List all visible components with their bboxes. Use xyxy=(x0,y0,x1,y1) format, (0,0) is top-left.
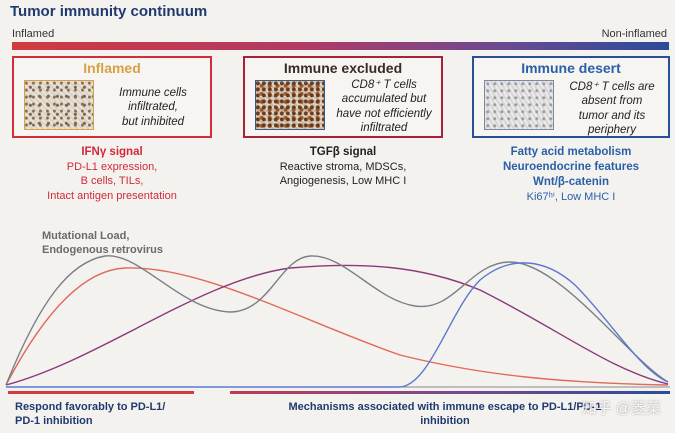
respond-favorably-text: Respond favorably to PD-L1/ PD-1 inhibit… xyxy=(15,400,165,429)
desert-histology-image xyxy=(484,80,554,130)
excluded-line-1: CD8⁺ T cells xyxy=(351,79,417,91)
respond-line-1: Respond favorably to PD-L1/ xyxy=(15,401,166,413)
continuum-gradient-bar xyxy=(12,42,669,50)
desert-line-3: tumor and its xyxy=(578,109,646,122)
excluded-histology-image xyxy=(255,80,325,130)
immune-escape-bar xyxy=(230,391,670,394)
inflamed-feature-3: Intact antigen presentation xyxy=(47,189,177,202)
escape-line-1: Mechanisms associated with immune escape… xyxy=(288,401,602,413)
desert-features: Fatty acid metabolism Neuroendocrine fea… xyxy=(472,145,670,204)
excluded-features: TGFβ signal Reactive stroma, MDSCs, Angi… xyxy=(243,145,443,189)
axis-label-non-inflamed: Non-inflamed xyxy=(601,28,667,40)
inflamed-line-2: infiltrated, xyxy=(128,101,178,114)
immune-escape-text: Mechanisms associated with immune escape… xyxy=(270,400,620,429)
desert-line-4: periphery xyxy=(588,124,636,137)
watermark-text: 知乎 @菱菜 xyxy=(581,400,661,417)
inflamed-feature-2: B cells, TILs, xyxy=(80,175,144,188)
inflamed-box: Inflamed Immune cells infiltrated, but i… xyxy=(12,56,212,138)
inflamed-box-title: Inflamed xyxy=(83,60,141,76)
excluded-box-title: Immune excluded xyxy=(283,60,403,76)
inflamed-histology-image xyxy=(24,80,94,130)
respond-line-2: PD-1 inhibition xyxy=(15,415,93,428)
inflamed-line-3: but inhibited xyxy=(121,115,185,128)
excluded-line-4: infiltrated xyxy=(360,122,408,135)
desert-box-text: CD8⁺ T cells are absent from tumor and i… xyxy=(560,80,664,138)
desert-feature-head-3: Wnt/β-catenin xyxy=(532,175,609,188)
excluded-box-text: CD8⁺ T cells accumulated but have not ef… xyxy=(331,78,437,136)
desert-line-1: CD8⁺ T cells are xyxy=(569,81,655,93)
excluded-feature-1: Reactive stroma, MDSCs, xyxy=(279,160,407,173)
ifng-signal-label: IFNγ signal xyxy=(81,146,143,158)
desert-feature-head-1: Fatty acid metabolism xyxy=(510,146,632,158)
excluded-feature-2: Angiogenesis, Low MHC I xyxy=(279,175,407,188)
inflamed-line-1: Immune cells xyxy=(119,87,187,99)
red-curve xyxy=(5,267,669,386)
inflamed-box-text: Immune cells infiltrated, but inhibited xyxy=(100,86,206,129)
inflamed-features: IFNγ signal PD-L1 expression, B cells, T… xyxy=(12,145,212,203)
gray-curve xyxy=(5,255,669,386)
respond-favorably-bar xyxy=(8,391,194,394)
mutational-load-label: Mutational Load, Endogenous retrovirus xyxy=(42,229,163,258)
desert-line-2: absent from xyxy=(581,95,643,108)
excluded-line-3: have not efficiently xyxy=(336,107,432,120)
purple-curve xyxy=(5,264,669,386)
excluded-box: Immune excluded CD8⁺ T cells accumulated… xyxy=(243,56,443,138)
diagram-title: Tumor immunity continuum xyxy=(10,3,208,20)
axis-label-inflamed: Inflamed xyxy=(12,28,55,40)
mutational-label-line-1: Mutational Load, xyxy=(42,230,130,242)
mutational-label-line-2: Endogenous retrovirus xyxy=(42,244,164,257)
desert-feature-head-2: Neuroendocrine features xyxy=(502,160,640,173)
desert-box: Immune desert CD8⁺ T cells are absent fr… xyxy=(472,56,670,138)
blue-curve xyxy=(6,262,669,388)
tgfb-signal-label: TGFβ signal xyxy=(309,146,377,158)
escape-line-2: inhibition xyxy=(420,415,470,428)
inflamed-feature-1: PD-L1 expression, xyxy=(66,160,158,173)
desert-feature-1: Ki67ʰⁱ, Low MHC I xyxy=(526,190,616,203)
excluded-line-2: accumulated but xyxy=(341,93,427,106)
desert-box-title: Immune desert xyxy=(521,60,621,76)
